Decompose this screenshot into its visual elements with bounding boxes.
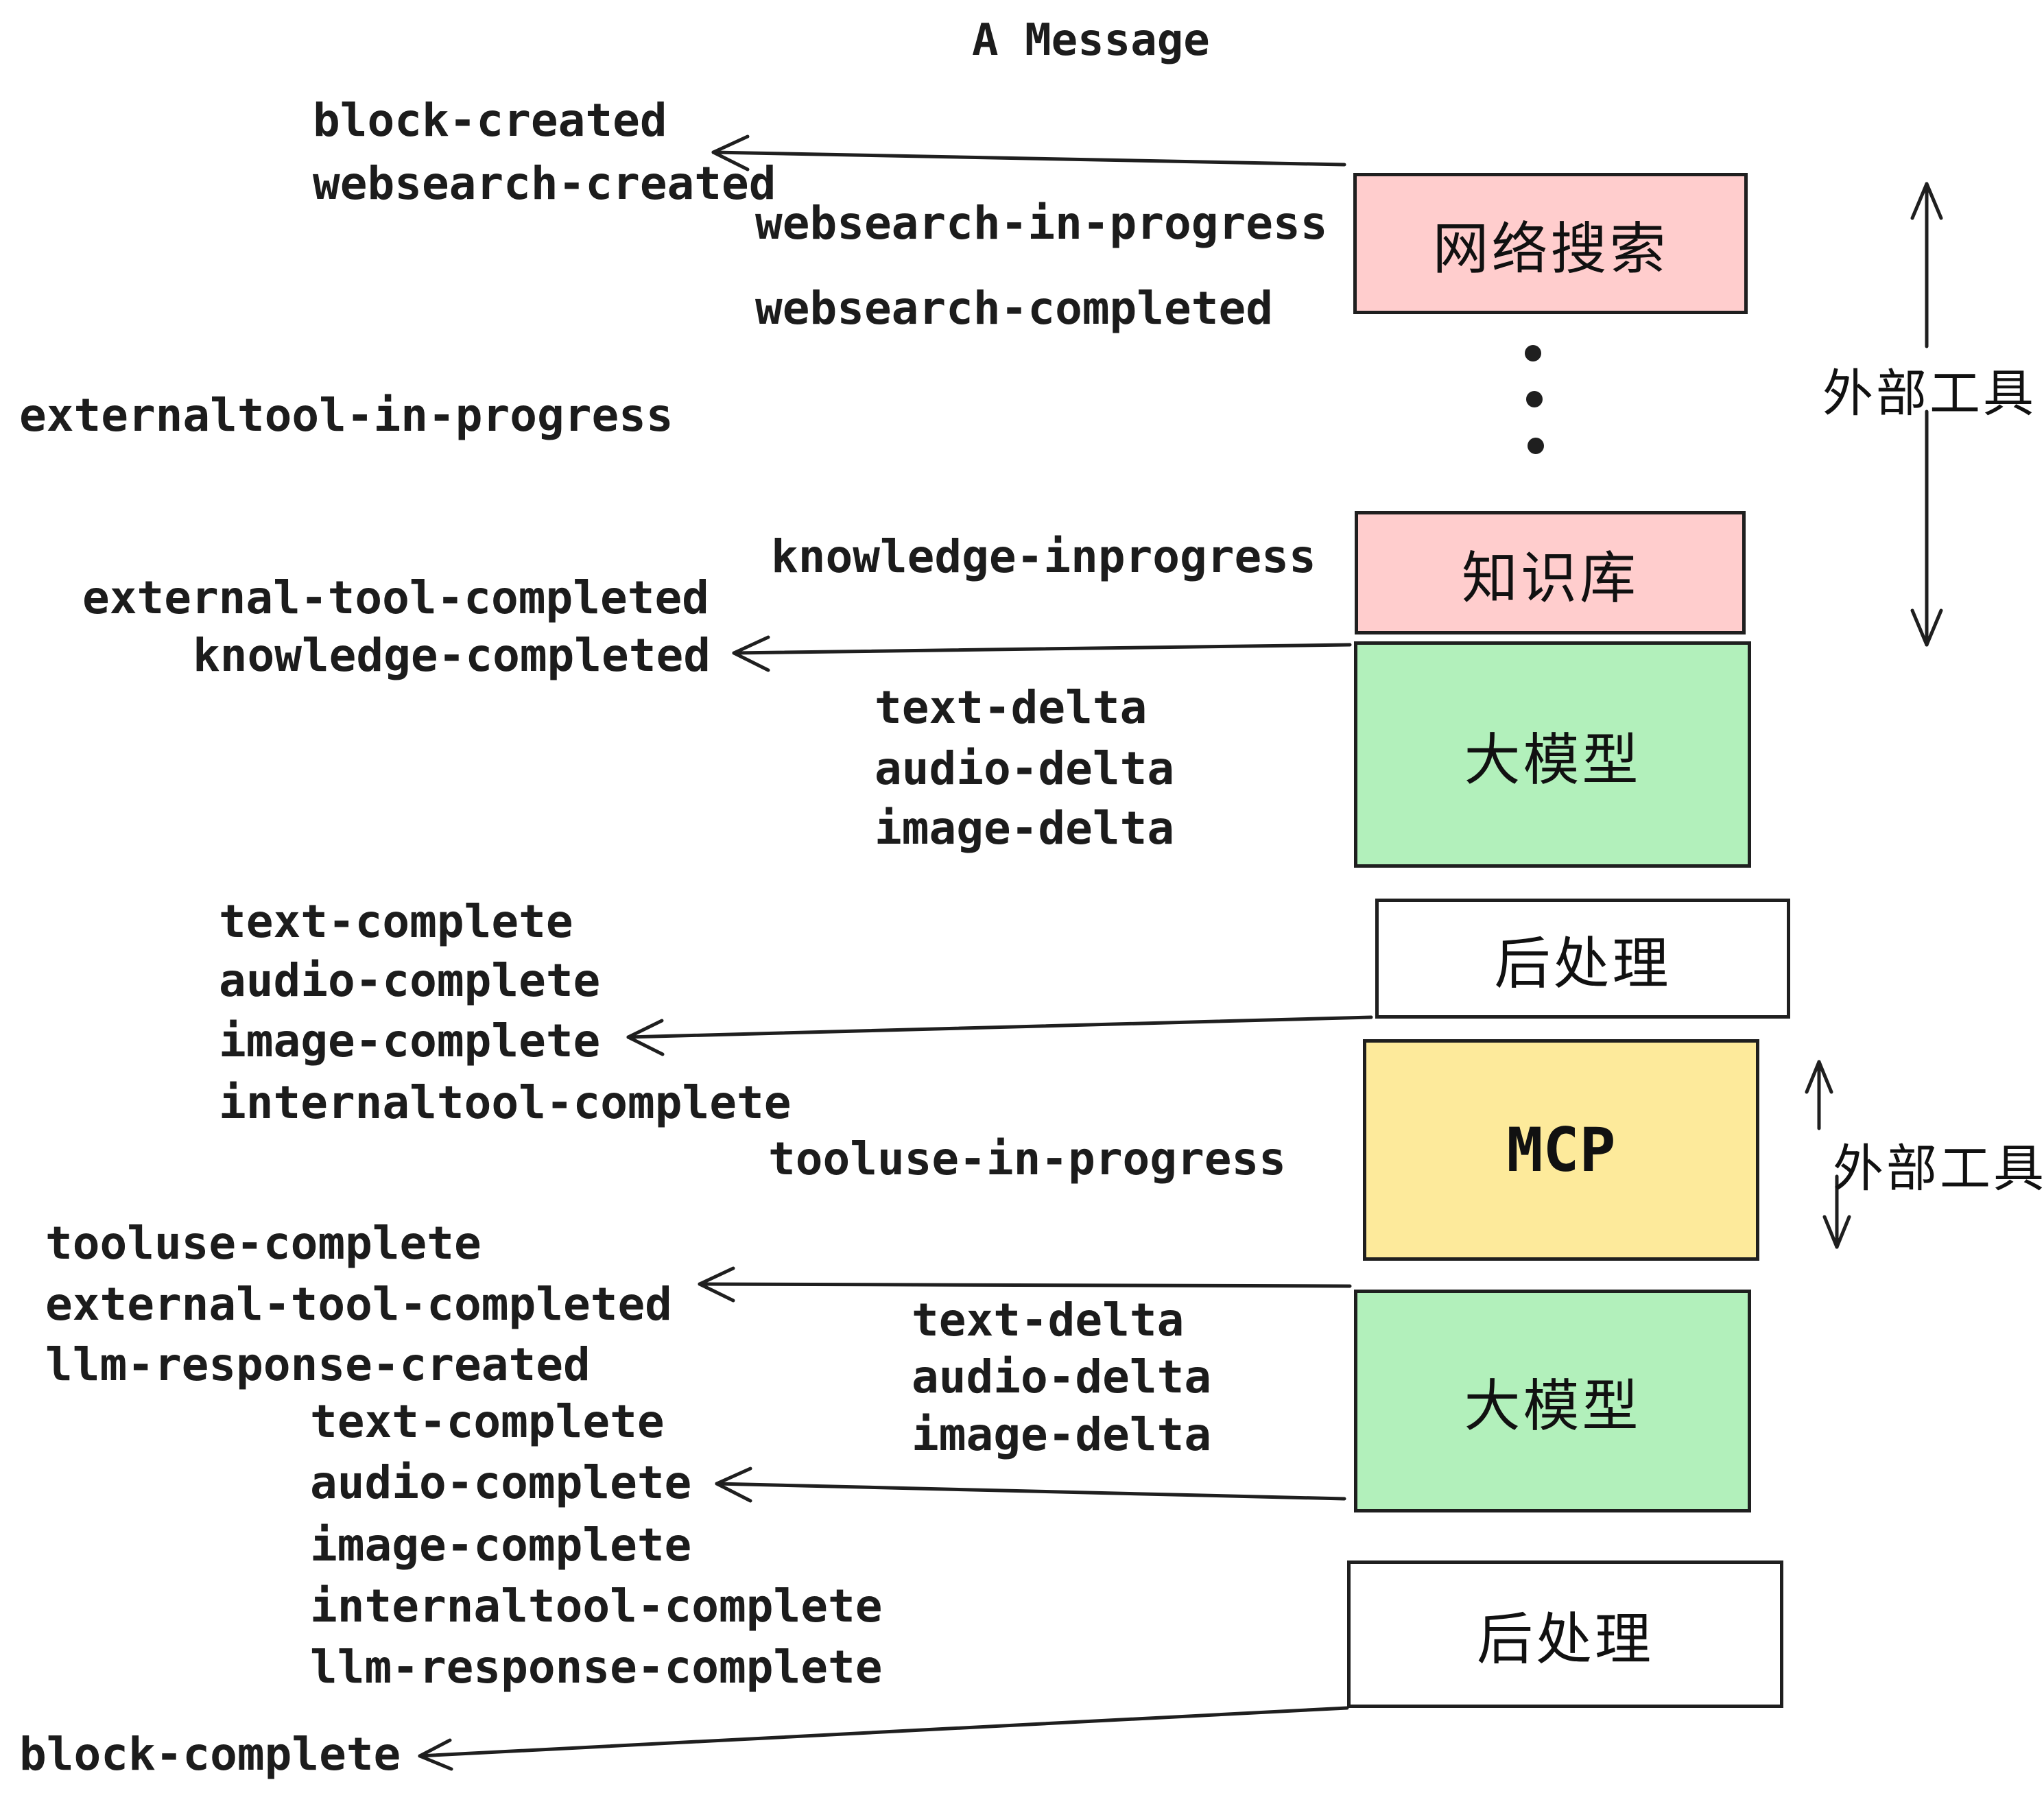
- arrow-llm2-to-audio-complete: [715, 1467, 1346, 1503]
- event-text-complete: text-complete: [219, 895, 573, 948]
- event-knowledge-completed: knowledge-completed: [193, 629, 711, 682]
- event-audio-complete: audio-complete: [219, 954, 601, 1007]
- mcp-external-tools-arrow-down: [1822, 1174, 1851, 1249]
- llm-box-2: 大模型: [1354, 1290, 1751, 1512]
- arrow-websearch-to-created: [711, 134, 1346, 171]
- external-tools-span-arrow-up: [1910, 182, 1943, 348]
- event-llm-response-complete: llm-response-complete: [310, 1641, 883, 1694]
- event-tooluse-in-progress: tooluse-in-progress: [768, 1132, 1286, 1185]
- event-text-delta-2: text-delta: [912, 1294, 1185, 1346]
- postprocess-box-2: 后处理: [1347, 1560, 1783, 1708]
- diagram-title: A Message: [972, 15, 1210, 66]
- arrow-llm1-to-knowledge-completed: [732, 635, 1352, 672]
- mcp-external-tools-arrow-up: [1805, 1060, 1833, 1130]
- external-tools-label-bottom: 外部工具: [1833, 1139, 2044, 1198]
- event-image-complete-2: image-complete: [310, 1519, 692, 1571]
- event-websearch-created: websearch-created: [313, 157, 776, 210]
- event-image-complete: image-complete: [219, 1014, 601, 1067]
- event-llm-response-created: llm-response-created: [45, 1338, 591, 1391]
- mcp-box: MCP: [1363, 1039, 1759, 1261]
- event-websearch-completed: websearch-completed: [755, 282, 1273, 335]
- external-tools-label-top: 外部工具: [1822, 364, 2036, 423]
- event-audio-delta: audio-delta: [875, 742, 1175, 795]
- event-block-created: block-created: [313, 94, 667, 147]
- event-image-delta: image-delta: [875, 802, 1175, 855]
- event-external-tool-completed-2: external-tool-completed: [45, 1278, 672, 1331]
- ellipsis-dots: [1525, 345, 1544, 454]
- event-knowledge-inprogress: knowledge-inprogress: [771, 530, 1316, 583]
- event-external-tool-completed: external-tool-completed: [82, 571, 709, 624]
- event-externaltool-in-progress: externaltool-in-progress: [19, 389, 674, 442]
- event-text-complete-2: text-complete: [310, 1395, 665, 1448]
- websearch-box: 网络搜索: [1353, 173, 1748, 314]
- llm-box-1: 大模型: [1354, 641, 1751, 868]
- arrow-post2-to-block-complete: [418, 1706, 1349, 1771]
- event-block-complete: block-complete: [19, 1728, 401, 1781]
- postprocess-box-1: 后处理: [1375, 899, 1790, 1019]
- arrow-mcp-to-tooluse-complete: [698, 1266, 1352, 1303]
- arrow-post1-to-image-complete: [626, 1015, 1373, 1056]
- event-internaltool-complete: internaltool-complete: [219, 1076, 792, 1129]
- event-image-delta-2: image-delta: [912, 1408, 1212, 1461]
- event-text-delta: text-delta: [875, 681, 1148, 734]
- event-audio-complete-2: audio-complete: [310, 1456, 692, 1509]
- event-tooluse-complete: tooluse-complete: [45, 1217, 482, 1270]
- event-websearch-in-progress: websearch-in-progress: [755, 197, 1328, 250]
- event-audio-delta-2: audio-delta: [912, 1351, 1212, 1403]
- external-tools-span-arrow-down: [1910, 410, 1943, 647]
- event-internaltool-complete-2: internaltool-complete: [310, 1580, 883, 1633]
- knowledge-base-box: 知识库: [1355, 511, 1746, 634]
